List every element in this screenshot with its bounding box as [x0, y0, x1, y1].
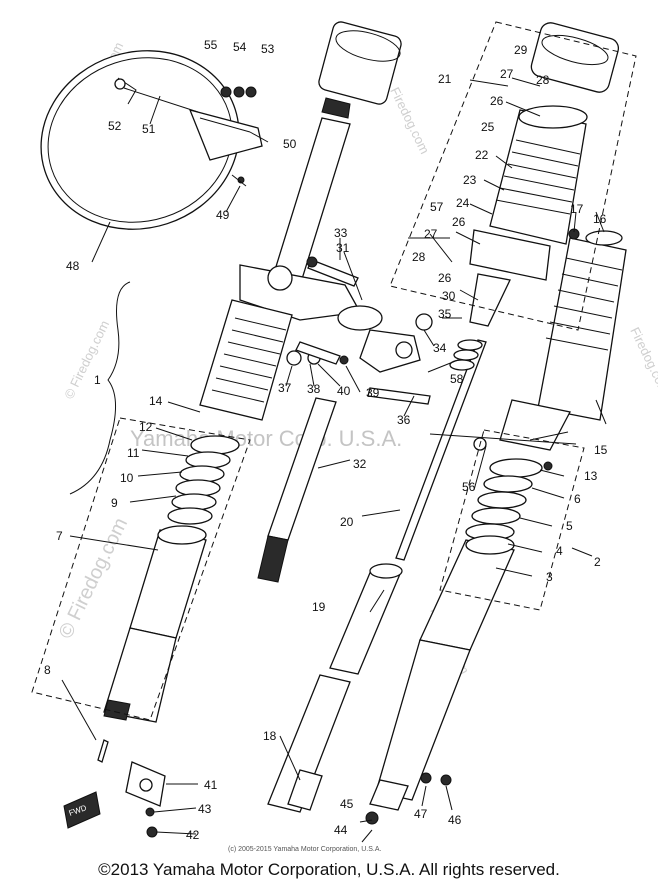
label-58: 58	[450, 372, 464, 386]
label-12: 12	[139, 420, 153, 434]
label-47: 47	[414, 807, 428, 821]
watermark-left-upper: © Firedog.com	[61, 318, 112, 401]
headlight-rim	[40, 50, 263, 230]
label-54: 54	[233, 40, 247, 54]
label-18: 18	[263, 729, 277, 743]
fwd-tag: FWD	[63, 791, 101, 829]
part-labels: 55 54 53 52 51 50 49 48 33 31 29 21 27 2…	[44, 38, 608, 842]
label-56: 56	[462, 480, 476, 494]
label-13: 13	[584, 469, 598, 483]
label-21: 21	[438, 72, 452, 86]
label-48: 48	[66, 259, 80, 273]
label-38: 38	[307, 382, 321, 396]
leader-lines	[61, 77, 607, 843]
watermark-center: Yamaha Motor Corp. U.S.A.	[130, 426, 402, 451]
label-31: 31	[336, 241, 350, 255]
label-28a: 28	[536, 73, 550, 87]
label-34: 34	[433, 341, 447, 355]
label-52: 52	[108, 119, 122, 133]
label-3: 3	[546, 570, 553, 584]
label-45: 45	[340, 797, 354, 811]
label-46: 46	[448, 813, 462, 827]
label-2: 2	[594, 555, 601, 569]
label-17: 17	[570, 202, 584, 216]
watermark-top-right: Firedog.com	[387, 85, 432, 157]
label-19: 19	[312, 600, 326, 614]
label-30: 30	[442, 289, 456, 303]
label-32: 32	[353, 457, 367, 471]
footer-copyright: ©2013 Yamaha Motor Corporation, U.S.A. A…	[98, 860, 560, 879]
label-49: 49	[216, 208, 230, 222]
label-6: 6	[574, 492, 581, 506]
label-23: 23	[463, 173, 477, 187]
damper-rod-left	[257, 397, 337, 583]
label-39: 39	[366, 386, 380, 400]
label-51: 51	[142, 122, 156, 136]
label-7: 7	[56, 529, 63, 543]
label-24: 24	[456, 196, 470, 210]
right-fork-assembly	[365, 22, 627, 825]
label-40: 40	[337, 384, 351, 398]
label-14: 14	[149, 394, 163, 408]
group-box-21	[389, 21, 637, 331]
label-28b: 28	[412, 250, 426, 264]
label-44: 44	[334, 823, 348, 837]
label-57: 57	[430, 200, 444, 214]
label-55: 55	[204, 38, 218, 52]
bracket-1	[69, 281, 131, 495]
label-25: 25	[481, 120, 495, 134]
label-20: 20	[340, 515, 354, 529]
center-inner-parts	[267, 339, 487, 813]
label-36: 36	[397, 413, 411, 427]
label-43: 43	[198, 802, 212, 816]
label-53: 53	[261, 42, 275, 56]
watermark-left: © Firedog.com	[55, 514, 132, 642]
label-26b: 26	[452, 215, 466, 229]
label-10: 10	[120, 471, 134, 485]
label-29: 29	[514, 43, 528, 57]
label-5: 5	[566, 519, 573, 533]
label-35: 35	[438, 307, 452, 321]
label-22: 22	[475, 148, 489, 162]
label-26c: 26	[438, 271, 452, 285]
label-50: 50	[283, 137, 297, 151]
label-8: 8	[44, 663, 51, 677]
label-41: 41	[204, 778, 218, 792]
label-9: 9	[111, 496, 118, 510]
label-15: 15	[594, 443, 608, 457]
label-27a: 27	[500, 67, 514, 81]
left-fork-assembly	[97, 21, 433, 838]
diagram-copyright: (c) 2005-2015 Yamaha Motor Corporation, …	[228, 846, 381, 853]
label-bracket-1: 1	[94, 373, 101, 387]
label-16: 16	[593, 212, 607, 226]
watermark-right-edge: Firedog.com	[627, 325, 658, 397]
label-27b: 27	[424, 227, 438, 241]
label-11: 11	[127, 446, 140, 460]
label-33: 33	[334, 226, 348, 240]
label-42: 42	[186, 828, 200, 842]
label-37: 37	[278, 381, 292, 395]
label-26a: 26	[490, 94, 504, 108]
label-4: 4	[556, 544, 563, 558]
